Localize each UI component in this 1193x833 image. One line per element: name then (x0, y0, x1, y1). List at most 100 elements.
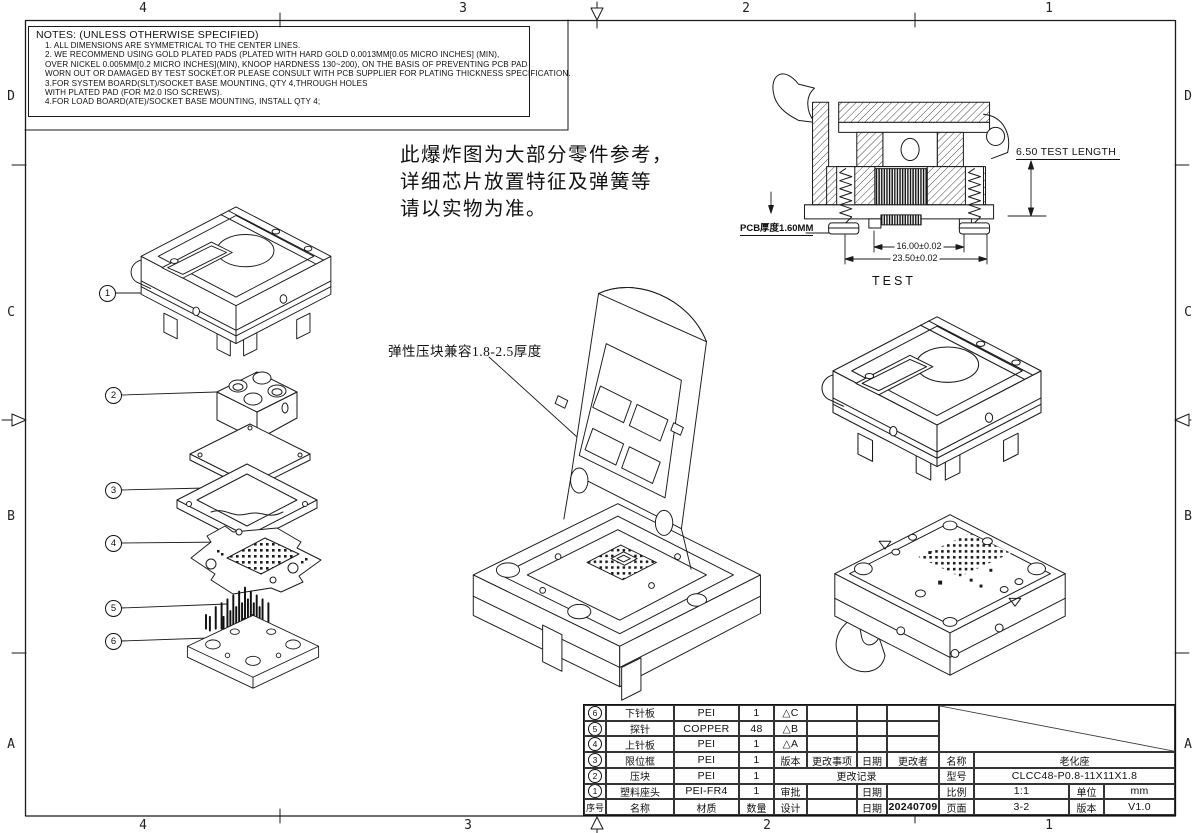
zone-row-right-a: A (1184, 737, 1192, 752)
bom-material-cell: PEI (674, 752, 739, 768)
rev-header-by: 更改者 (887, 752, 939, 768)
bom-name-cell: 限位框 (606, 752, 674, 768)
name-label: 名称 (939, 752, 974, 768)
scale-label: 比例 (939, 783, 974, 800)
balloon-3-number: 3 (110, 485, 117, 496)
bom-no-cell: 3 (584, 752, 606, 768)
empty-cell (807, 783, 857, 800)
bom-no-cell: 1 (584, 783, 606, 800)
rev-mark-b: △B (774, 720, 807, 737)
zone-col-top-2: 2 (742, 1, 750, 16)
rev-header-date: 日期 (857, 752, 887, 768)
balloon-2: 2 (105, 387, 122, 404)
exploded-note-line-2: 详细芯片放置特征及弹簧等 (400, 172, 653, 193)
notes-line-7: 4.FOR LOAD BOARD(ATE)/SOCKET BASE MOUNTI… (45, 97, 321, 107)
zone-col-bottom-3: 3 (464, 818, 472, 833)
zone-col-bottom-4: 4 (139, 818, 147, 833)
zone-row-right-b: B (1184, 509, 1192, 524)
empty-cell (807, 736, 857, 753)
zone-row-left-d: D (7, 89, 15, 104)
bom-material-cell: PEI-FR4 (674, 783, 739, 800)
socket-bottom-view (834, 514, 1066, 676)
balloon-4-number: 4 (110, 538, 117, 549)
version-label: 版本 (1069, 799, 1104, 815)
notes-title: NOTES: (UNLESS OTHERWISE SPECIFIED) (36, 29, 259, 41)
bom-qty-cell: 1 (739, 705, 774, 721)
empty-cell (887, 783, 939, 800)
empty-cell (807, 705, 857, 721)
zone-col-bottom-2: 2 (763, 818, 771, 833)
empty-cell (807, 799, 857, 815)
empty-cell (857, 720, 887, 737)
notes-line-5: 3.FOR SYSTEM BOARD(SLT)/SOCKET BASE MOUN… (45, 78, 368, 88)
bottom-plate-exploded-view (186, 614, 320, 689)
balloon-1-number: 1 (104, 288, 111, 299)
zone-row-left-b: B (7, 509, 15, 524)
zone-row-left-c: C (7, 305, 15, 320)
bom-no-cell: 6 (584, 705, 606, 721)
bom-qty-cell: 48 (739, 720, 774, 737)
bom-qty-cell: 1 (739, 783, 774, 800)
test-socket-view (821, 316, 1042, 481)
exploded-view-note: 此爆炸图为大部分零件参考， 详细芯片放置特征及弹簧等 请以实物为准。 (400, 142, 673, 223)
empty-cell (887, 736, 939, 753)
bom-header-material: 材质 (674, 799, 739, 815)
empty-cell (807, 720, 857, 737)
bom-no-cell: 4 (584, 736, 606, 753)
page-value: 3-2 (974, 799, 1069, 815)
balloon-6: 6 (105, 633, 122, 650)
balloon-5: 5 (105, 600, 122, 617)
balloon-4: 4 (105, 535, 122, 552)
design-date-label: 日期 (857, 799, 887, 815)
balloon-1: 1 (99, 285, 116, 302)
rev-header-version: 版本 (774, 752, 807, 768)
bom-header-name: 名称 (606, 799, 674, 815)
notes-block: NOTES: (UNLESS OTHERWISE SPECIFIED) 1. A… (28, 26, 571, 117)
stop-frame-exploded-view (176, 463, 318, 545)
zone-col-bottom-1: 1 (1045, 818, 1053, 833)
bom-name-cell: 塑料座头 (606, 783, 674, 800)
title-block: 6 下针板 PEI 1 △C 5 探针 COPPER 48 △B 4 上针板 P… (583, 704, 1176, 816)
bom-no-cell: 2 (584, 767, 606, 784)
rev-mark-a: △A (774, 736, 807, 753)
empty-cell (857, 736, 887, 753)
version-value: V1.0 (1104, 799, 1175, 815)
approve-date-label: 日期 (857, 783, 887, 800)
elastic-block-annotation: 弹性压块兼容1.8-2.5厚度 (388, 344, 542, 359)
notes-line-3: OVER NICKEL 0.005MM[0.2 MICRO INCHES](MI… (45, 59, 528, 69)
empty-cell (857, 705, 887, 721)
bom-no-3: 3 (588, 753, 602, 767)
notes-line-4: WORN OUT OR DAMAGED BY TEST SOCKET.OR PL… (45, 69, 571, 79)
bom-no-6: 6 (588, 705, 602, 720)
bom-material-cell: PEI (674, 767, 739, 784)
pcb-thickness-annotation: PCB厚度1.60MM (740, 220, 814, 236)
flat-plate-exploded-view (189, 423, 311, 491)
name-value: 老化座 (974, 752, 1175, 768)
balloon-6-number: 6 (110, 636, 117, 647)
bom-no-2: 2 (588, 768, 602, 783)
closed-socket-exploded-view (130, 206, 332, 357)
notes-line-6: WITH PLATED PAD (FOR M2.0 ISO SCREWS). (45, 88, 223, 98)
rev-header-change: 更改事项 (807, 752, 857, 768)
test-length-dimension: 6.50 TEST LENGTH (1016, 146, 1121, 160)
exploded-note-line-3: 请以实物为准。 (400, 199, 548, 220)
unit-value: mm (1104, 783, 1175, 800)
test-view-label: TEST (872, 274, 916, 288)
page-label: 页面 (939, 799, 974, 815)
zone-col-top-3: 3 (459, 1, 467, 16)
zone-row-right-c: C (1184, 305, 1192, 320)
bom-material-cell: PEI (674, 736, 739, 753)
dimension-outer: 23.50±0.02 (890, 253, 940, 263)
balloon-3: 3 (105, 482, 122, 499)
bom-header-no: 序号 (584, 799, 606, 815)
bom-no-5: 5 (588, 721, 602, 736)
bom-qty-cell: 1 (739, 736, 774, 753)
empty-cell (887, 705, 939, 721)
diagonal-line (940, 706, 1174, 752)
bom-name-cell: 探针 (606, 720, 674, 737)
model-label: 型号 (939, 767, 974, 784)
zone-row-right-d: D (1184, 89, 1192, 104)
approve-label: 审批 (774, 783, 807, 800)
bom-name-cell: 压块 (606, 767, 674, 784)
zone-row-left-a: A (7, 737, 15, 752)
